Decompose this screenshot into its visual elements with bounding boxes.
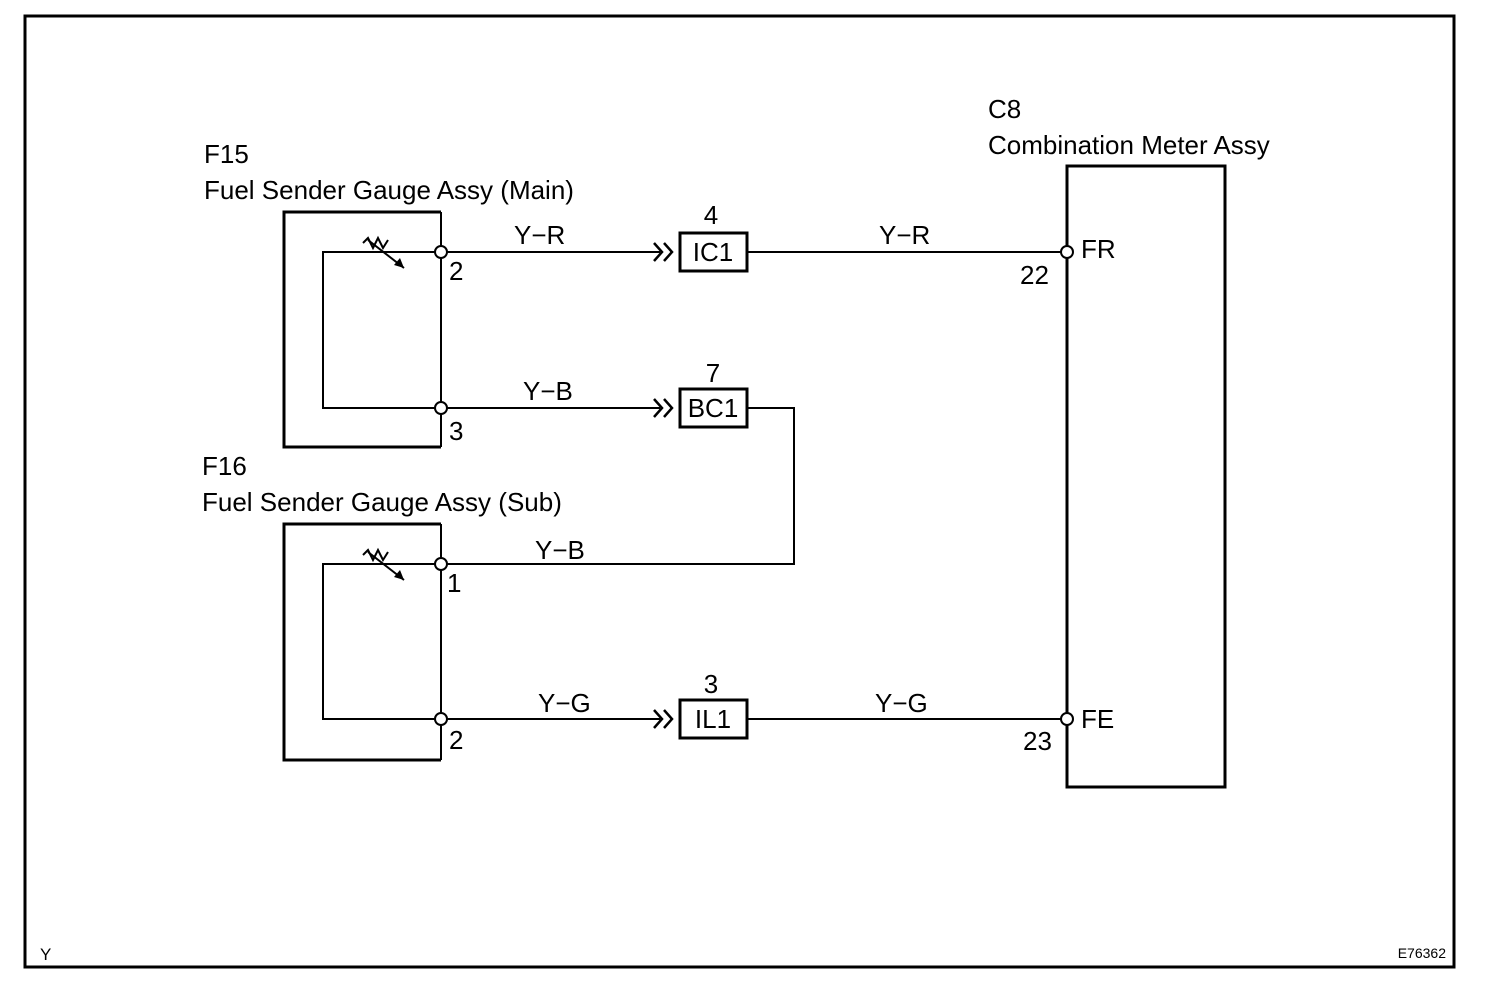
connector-ic1-pin: 4 — [704, 200, 718, 230]
wire-label-fr-left: Y−R — [514, 220, 565, 250]
c8-code: C8 — [988, 94, 1021, 124]
f15-housing — [282, 210, 441, 449]
connector-ic1-name: IC1 — [693, 237, 733, 267]
connector-chevron-icon — [653, 709, 674, 729]
f16-pin-1-terminal — [434, 557, 448, 571]
f15-pin-2-terminal — [434, 245, 448, 259]
wire-label-fr-right: Y−R — [879, 220, 930, 250]
wire-label-fe-right: Y−G — [875, 688, 928, 718]
connector-ic1: IC1 4 — [653, 200, 749, 273]
c8-terminal-fe: FE — [1081, 704, 1114, 734]
connector-chevron-icon — [653, 398, 674, 418]
f16-pin-2-label: 2 — [449, 725, 463, 755]
connector-bc1-box — [678, 387, 749, 429]
c8-combination-meter: C8 Combination Meter Assy FR FE 22 23 — [988, 94, 1270, 789]
f16-pin-2-terminal — [434, 712, 448, 726]
connector-il1-box — [678, 698, 749, 740]
figure-id: E76362 — [1398, 945, 1446, 961]
f16-inner-circuit — [322, 563, 441, 720]
c8-housing — [1065, 164, 1227, 789]
f15-name: Fuel Sender Gauge Assy (Main) — [204, 175, 574, 205]
connector-bc1-pin: 7 — [706, 358, 720, 388]
corner-label: Y — [40, 945, 51, 964]
wire-ground-sub — [447, 407, 795, 565]
c8-name: Combination Meter Assy — [988, 130, 1270, 160]
f15-fuel-sender-main: F15 Fuel Sender Gauge Assy (Main) 2 3 — [204, 139, 574, 449]
f15-pin-3-label: 3 — [449, 416, 463, 446]
c8-fe-terminal — [1060, 712, 1074, 726]
f15-pin-3-terminal — [434, 401, 448, 415]
connector-il1-name: IL1 — [695, 704, 731, 734]
wire-label-ground-sub: Y−B — [535, 535, 585, 565]
connector-bc1-name: BC1 — [688, 393, 739, 423]
wires — [447, 251, 1061, 720]
connector-il1: IL1 3 — [653, 669, 749, 740]
c8-terminal-fr: FR — [1081, 234, 1116, 264]
connector-chevron-icon — [653, 242, 674, 262]
connector-bc1: BC1 7 — [653, 358, 749, 429]
f16-fuel-sender-sub: F16 Fuel Sender Gauge Assy (Sub) 1 2 — [202, 451, 562, 762]
f16-pin-1-label: 1 — [447, 568, 461, 598]
diagram-frame — [23, 14, 1456, 969]
f15-inner-circuit — [322, 251, 441, 409]
f16-name: Fuel Sender Gauge Assy (Sub) — [202, 487, 562, 517]
f15-pin-2-label: 2 — [449, 256, 463, 286]
f16-variable-resistor-icon — [362, 547, 405, 581]
c8-fr-terminal — [1060, 245, 1074, 259]
wire-label-fe-left: Y−G — [538, 688, 591, 718]
f15-code: F15 — [204, 139, 249, 169]
f16-housing — [282, 522, 441, 762]
f16-code: F16 — [202, 451, 247, 481]
connector-il1-pin: 3 — [704, 669, 718, 699]
c8-pin-22-label: 22 — [1020, 260, 1049, 290]
connector-ic1-box — [678, 231, 749, 273]
wire-label-ground-main: Y−B — [523, 376, 573, 406]
c8-pin-23-label: 23 — [1023, 726, 1052, 756]
f15-variable-resistor-icon — [362, 235, 405, 269]
